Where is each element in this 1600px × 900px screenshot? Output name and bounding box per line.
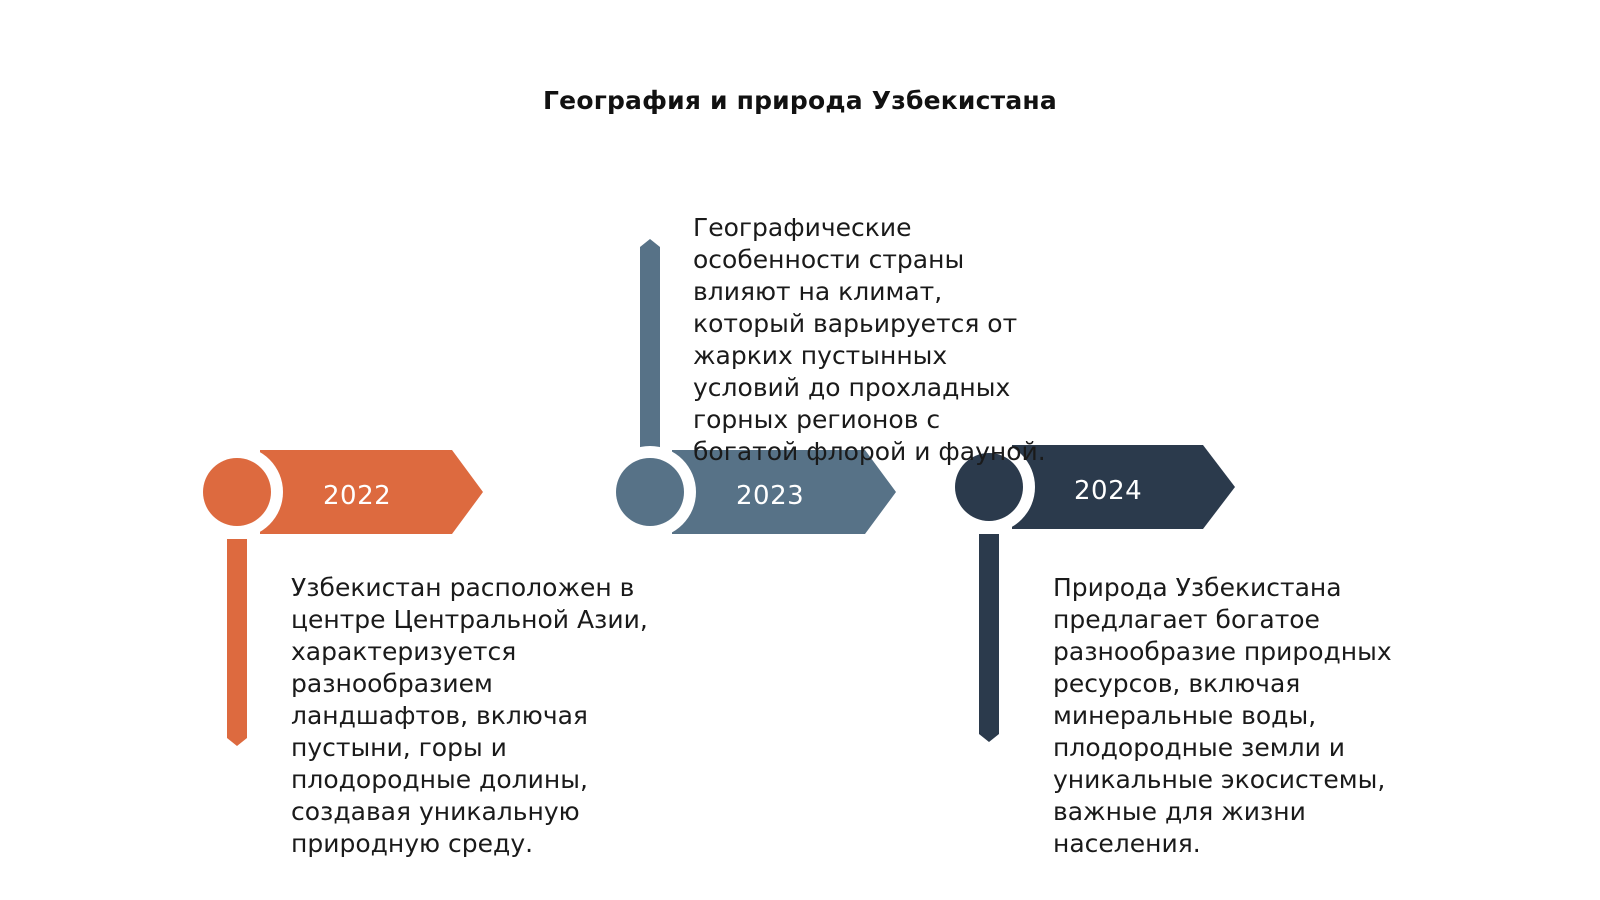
step-description-2024: Природа Узбекистана предлагает богатое р… [1053,573,1392,858]
connector-line-2024 [979,534,999,742]
step-year-2024: 2024 [1074,476,1143,506]
arrow-banner-2023 [672,450,896,534]
marker-circle-2024 [955,453,1023,521]
arrow-banner-2022 [260,450,483,534]
timeline-step-3 [943,441,1235,742]
connector-line-2023 [640,239,660,450]
slide-title: География и природа Узбекистана [543,86,1057,115]
timeline-step-2 [604,239,896,538]
arrow-banner-2024 [1012,445,1235,529]
step-description-2022: Узбекистан расположен в центре Центральн… [291,573,648,858]
marker-circle-2022 [203,458,271,526]
step-description-2023: Географические особенности страны влияют… [693,213,1046,466]
marker-circle-2023 [616,458,684,526]
step-year-2022: 2022 [323,481,392,511]
connector-line-2022 [227,539,247,746]
timeline-step-1 [191,446,483,746]
step-year-2023: 2023 [736,481,805,511]
